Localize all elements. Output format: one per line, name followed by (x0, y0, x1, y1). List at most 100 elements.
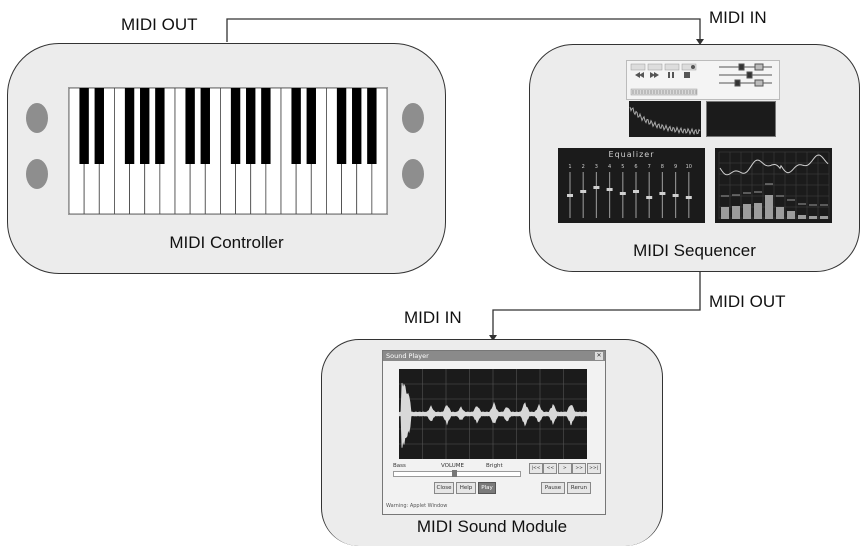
black-key (200, 88, 210, 164)
black-key (230, 88, 241, 164)
black-key (140, 88, 150, 164)
transport-button-4[interactable]: >>| (586, 463, 601, 474)
left-bottom-knob-icon (26, 159, 48, 189)
eq-band-number: 9 (674, 164, 677, 170)
analyzer-panel (715, 148, 832, 223)
eq-slider-thumb (567, 194, 573, 197)
pause-button[interactable]: Pause (541, 482, 565, 494)
eq-band-number: 4 (608, 164, 611, 170)
status-bar-text: Warning: Applet Window (386, 503, 448, 509)
eq-slider-thumb (685, 196, 692, 199)
eq-slider-thumb (633, 190, 639, 193)
black-key (94, 88, 104, 164)
analyzer-bar (809, 216, 817, 219)
balance-right-label: Bright (486, 463, 503, 469)
black-key (291, 88, 301, 164)
black-key (367, 88, 377, 164)
spectrum-display (629, 101, 701, 137)
black-key (352, 88, 362, 164)
volume-label: VOLUME (441, 463, 465, 469)
progress-ticks (632, 90, 697, 94)
eq-slider-thumb (672, 194, 679, 197)
equalizer-title: Equalizer (608, 150, 655, 159)
controller-to-sequencer-wire (226, 18, 701, 42)
sequencer-transport-panel (626, 60, 780, 100)
analyzer-bar (732, 206, 740, 219)
eq-slider-thumb (580, 190, 587, 193)
eq-slider-thumb (593, 186, 600, 189)
transport-button-1[interactable]: << (543, 463, 558, 474)
midi-sound-module-device: Sound Player ✕ Bass VOLUME Bright (321, 339, 663, 546)
eq-band-number: 7 (648, 164, 651, 170)
black-key (155, 88, 165, 164)
transport-button-3[interactable]: >> (572, 463, 587, 474)
eq-band-number: 5 (621, 164, 624, 170)
analyzer-bar (754, 203, 762, 219)
eq-band-number: 2 (582, 164, 585, 170)
eq-band-number: 1 (568, 164, 571, 170)
midi-sound-module-caption: MIDI Sound Module (416, 517, 568, 536)
analyzer-bar (743, 204, 751, 219)
sound-player-window: Sound Player ✕ Bass VOLUME Bright (382, 350, 606, 515)
sequencer-midi-out-label: MIDI OUT (709, 292, 786, 311)
balance-left-label: Bass (393, 463, 406, 469)
transport-button-0[interactable]: |<< (529, 463, 543, 474)
right-bottom-knob-icon (402, 159, 424, 189)
analyzer-bar (787, 211, 795, 219)
eq-slider-thumb (646, 196, 653, 199)
sequencer-in-arrowhead (696, 39, 704, 45)
analyzer-bar (776, 207, 784, 219)
volume-slider[interactable] (393, 470, 521, 477)
window-close-icon[interactable]: ✕ (595, 352, 603, 360)
rerun-button[interactable]: Rerun (567, 482, 591, 494)
play-button[interactable]: Play (478, 482, 496, 494)
module-midi-in-label: MIDI IN (404, 308, 462, 327)
analyzer-bars (721, 183, 828, 219)
midi-sequencer-caption: MIDI Sequencer (633, 241, 756, 260)
black-key (79, 88, 89, 164)
eq-slider-thumb (619, 192, 626, 195)
black-key (185, 88, 195, 164)
level-display (706, 101, 776, 137)
right-top-knob-icon (402, 103, 424, 133)
transport-button-2[interactable]: > (557, 463, 572, 474)
eq-band-number: 8 (661, 164, 664, 170)
piano-keys (69, 88, 387, 214)
transport-buttons (630, 63, 697, 78)
analyzer-bar (765, 195, 773, 219)
sequencer-midi-in-label: MIDI IN (709, 8, 767, 27)
midi-controller-device: MIDI Controller (7, 43, 446, 274)
black-key (246, 88, 256, 164)
piano-keyboard (68, 87, 388, 215)
eq-slider-thumb (659, 192, 666, 195)
analyzer-bar (721, 207, 729, 219)
window-title: Sound Player (386, 352, 429, 360)
eq-slider-thumb (606, 188, 613, 191)
black-key (261, 88, 271, 164)
controller-midi-out-label: MIDI OUT (121, 15, 198, 34)
midi-controller-caption: MIDI Controller (169, 233, 284, 252)
close-button[interactable]: Close (434, 482, 454, 494)
player-transport-row: |<<<<>>>>>| (529, 463, 601, 474)
waveform-display (399, 369, 587, 459)
transport-sliders (719, 63, 772, 87)
black-key (336, 88, 347, 164)
analyzer-curve (719, 154, 829, 176)
help-button[interactable]: Help (456, 482, 476, 494)
volume-row: Bass VOLUME Bright (393, 463, 521, 477)
module-in-arrowhead (489, 335, 497, 341)
left-top-knob-icon (26, 103, 48, 133)
analyzer-bar (820, 216, 828, 219)
progress-track (630, 88, 698, 96)
volume-slider-thumb[interactable] (452, 470, 457, 477)
eq-band-number: 6 (634, 164, 637, 170)
black-key (124, 88, 135, 164)
waveform-trace (399, 382, 587, 448)
eq-band-number: 3 (595, 164, 598, 170)
black-key (306, 88, 316, 164)
